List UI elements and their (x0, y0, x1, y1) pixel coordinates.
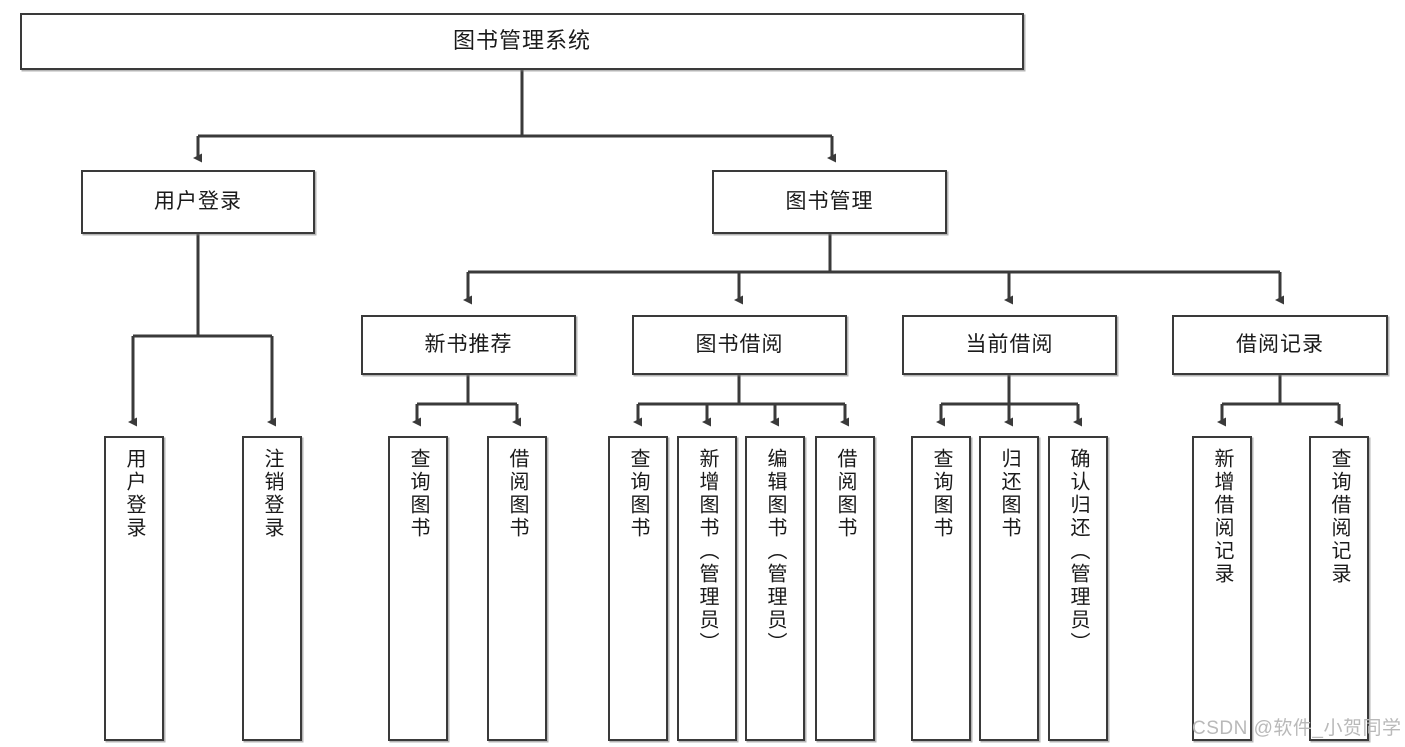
node-label: 查询图书 (407, 448, 429, 540)
node-label: 新增图书（管理员） (696, 448, 718, 655)
node-label: 新增借阅记录 (1211, 448, 1233, 586)
node-label: 图书管理系统 (452, 28, 591, 54)
leaf-user-login-login[interactable]: 用户登录 (104, 436, 164, 741)
leaf-book-borrow-query-book[interactable]: 查询图书 (608, 436, 668, 741)
leaf-borrow-record-add-record[interactable]: 新增借阅记录 (1192, 436, 1252, 741)
node-root-book-management-system[interactable]: 图书管理系统 (20, 13, 1024, 70)
node-label: 图书借阅 (695, 333, 784, 357)
node-book-management[interactable]: 图书管理 (712, 170, 947, 234)
watermark-text: CSDN @软件_小贺同学 (1192, 718, 1402, 739)
leaf-new-book-borrow-book[interactable]: 借阅图书 (487, 436, 547, 741)
node-book-borrow[interactable]: 图书借阅 (632, 315, 847, 375)
node-label: 借阅图书 (506, 448, 528, 540)
node-user-login[interactable]: 用户登录 (81, 170, 315, 234)
leaf-current-borrow-query-book[interactable]: 查询图书 (911, 436, 971, 741)
leaf-book-borrow-edit-book-admin[interactable]: 编辑图书（管理员） (745, 436, 805, 741)
node-label: 用户登录 (154, 190, 242, 214)
node-label: 查询图书 (930, 448, 952, 540)
leaf-user-login-logout[interactable]: 注销登录 (242, 436, 302, 741)
node-borrow-record[interactable]: 借阅记录 (1172, 315, 1388, 375)
node-label: 借阅图书 (834, 448, 856, 540)
leaf-book-borrow-add-book-admin[interactable]: 新增图书（管理员） (677, 436, 737, 741)
leaf-current-borrow-confirm-return-admin[interactable]: 确认归还（管理员） (1048, 436, 1108, 741)
leaf-borrow-record-query-record[interactable]: 查询借阅记录 (1309, 436, 1369, 741)
node-label: 用户登录 (123, 448, 145, 540)
node-label: 当前借阅 (965, 333, 1054, 357)
node-label: 归还图书 (998, 448, 1020, 540)
leaf-new-book-query-book[interactable]: 查询图书 (388, 436, 448, 741)
node-label: 编辑图书（管理员） (764, 448, 786, 655)
node-label: 确认归还（管理员） (1067, 448, 1089, 655)
leaf-book-borrow-borrow-book[interactable]: 借阅图书 (815, 436, 875, 741)
node-label: 注销登录 (261, 448, 283, 540)
csdn-watermark: CSDN @软件_小贺同学 (1192, 713, 1401, 740)
node-label: 图书管理 (785, 190, 874, 214)
node-label: 查询借阅记录 (1328, 448, 1350, 586)
node-label: 查询图书 (627, 448, 649, 540)
node-label: 借阅记录 (1236, 333, 1324, 357)
node-label: 新书推荐 (424, 333, 513, 357)
node-current-borrow[interactable]: 当前借阅 (902, 315, 1117, 375)
node-new-book-recommend[interactable]: 新书推荐 (361, 315, 576, 375)
leaf-current-borrow-return-book[interactable]: 归还图书 (979, 436, 1039, 741)
